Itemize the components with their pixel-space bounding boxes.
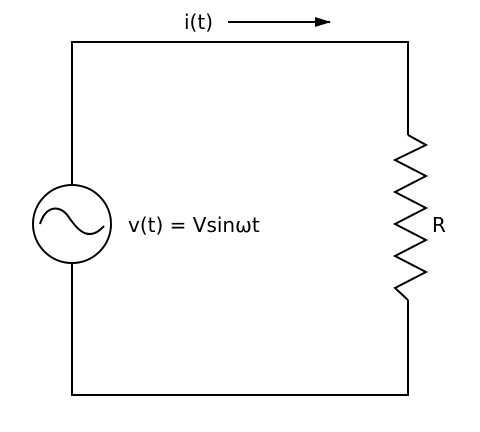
source-label: v(t) = Vsinωt [128,213,260,237]
wire-bottom [71,263,409,396]
current-label: i(t) [184,10,213,34]
resistor-label: R [432,213,446,237]
wire-top [71,41,409,185]
ac-source-circle [32,184,112,264]
resistor-zigzag [392,134,429,301]
sine-wave-icon [39,207,105,235]
